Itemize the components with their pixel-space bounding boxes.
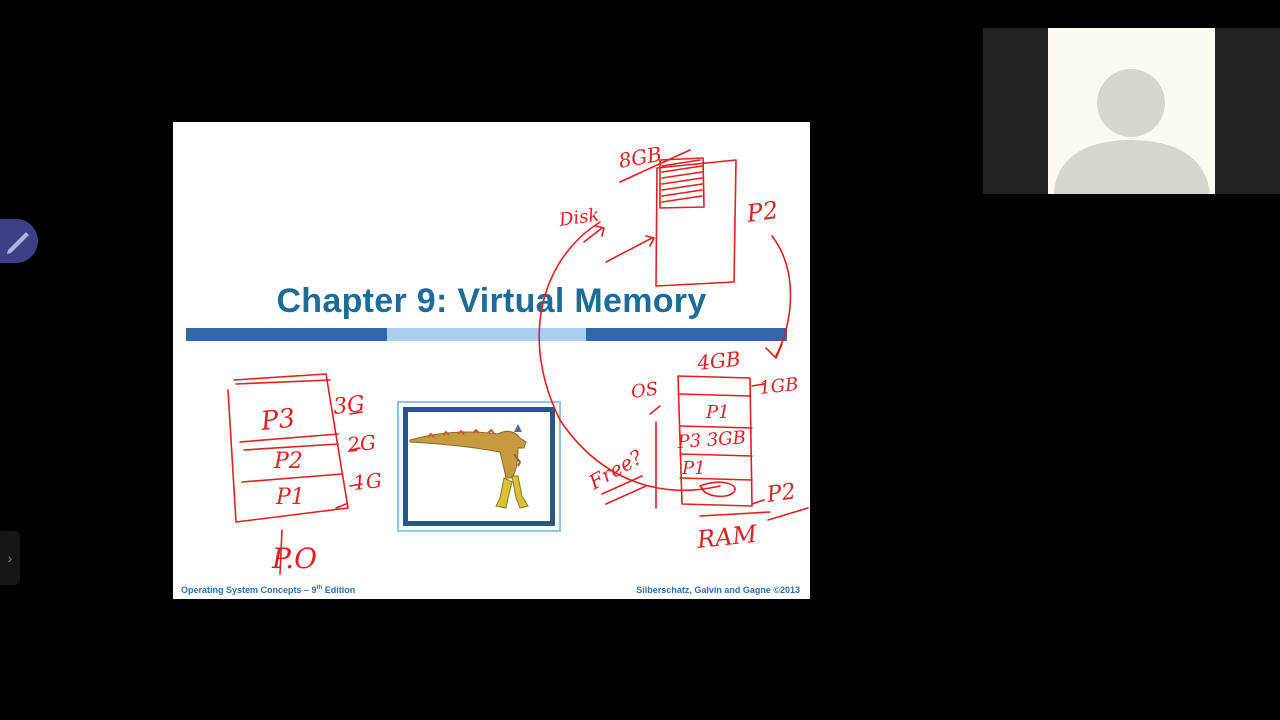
chevron-right-icon: ›: [7, 550, 13, 566]
title-bar-left: [186, 328, 387, 341]
sidebar-toggle-button[interactable]: ›: [0, 531, 20, 585]
annotate-pen-button[interactable]: [0, 219, 38, 263]
pen-icon: [7, 232, 29, 254]
title-bar-middle: [387, 328, 586, 341]
dinosaur-image-frame: [397, 401, 561, 532]
dinosaur-image: [403, 407, 555, 526]
participant-video: [1048, 28, 1215, 194]
participant-video-tile[interactable]: [983, 28, 1280, 194]
title-bar-right: [586, 328, 787, 341]
slide-title: Chapter 9: Virtual Memory: [276, 282, 707, 320]
dinosaur-illustration: [409, 424, 529, 509]
slide-footer-right: Silberschatz, Galvin and Gagne ©2013: [636, 585, 800, 595]
presentation-slide: Chapter 9: Virtual Memory Operating Syst…: [173, 122, 810, 599]
slide-footer-left: Operating System Concepts – 9th Edition: [181, 585, 356, 595]
user-silhouette-icon: [1054, 69, 1210, 194]
